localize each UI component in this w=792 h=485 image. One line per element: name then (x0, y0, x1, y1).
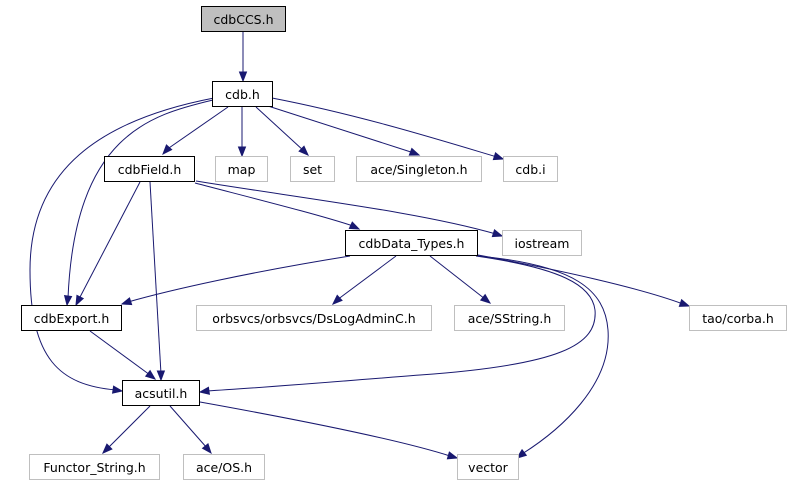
edge-cdbdata-to-orbsvcs (336, 255, 397, 301)
arrowhead-cdb-to-cdb-i (492, 152, 505, 161)
arrowhead-acsutil-to-vector (446, 451, 459, 460)
edge-cdbdata-to-acsutil (205, 255, 596, 392)
arrowhead-acsutil-to-functor (102, 443, 113, 454)
edge-cdb-to-set (255, 106, 305, 152)
arrowhead-cdbfield-to-cdbdata (348, 221, 361, 230)
arrowhead-acsutil-to-ace-os (201, 442, 212, 455)
arrowhead-cdbdata-to-sstring (479, 293, 492, 304)
arrowhead-cdbdata-to-vector (515, 448, 528, 459)
edge-cdbfield-to-acsutil (149, 181, 162, 375)
edge-cdbdata-to-cdbexport (127, 255, 351, 303)
node-cdb-h[interactable]: cdb.h (212, 81, 273, 107)
edge-cdb-to-acsutil (29, 97, 215, 391)
arrowhead-cdbfield-to-acsutil (156, 370, 166, 382)
edge-cdb-to-cdbfield (165, 106, 229, 151)
arrowhead-cdbexport-to-acsutil (144, 369, 157, 380)
arrowhead-cdbdata-to-tao-corba (678, 298, 691, 307)
node-cdbCCS-h: cdbCCS.h (201, 6, 286, 32)
arrowhead-cdb-to-set (298, 145, 309, 156)
edge-cdbdata-to-tao-corba (477, 254, 684, 305)
arrowhead-cdbfield-to-iostream (491, 229, 504, 238)
node-set[interactable]: set (290, 156, 335, 182)
node-orbsvcs-dslogadminc-h[interactable]: orbsvcs/orbsvcs/DsLogAdminC.h (196, 305, 432, 331)
arrowhead-cdbdata-to-orbsvcs (331, 294, 343, 305)
arrowhead-cdbfield-to-cdbexport (75, 294, 85, 307)
node-cdbExport-h[interactable]: cdbExport.h (21, 305, 122, 331)
node-functor-string-h[interactable]: Functor_String.h (29, 454, 160, 480)
edge-cdbfield-to-cdbdata (194, 182, 354, 227)
arrowhead-cdbccs-to-cdb (238, 71, 248, 83)
edge-acsutil-to-vector (199, 401, 451, 457)
edge-cdbfield-to-cdbexport (78, 181, 141, 300)
node-ace-os-h[interactable]: ace/OS.h (183, 454, 265, 480)
edge-acsutil-to-functor (106, 405, 151, 450)
arrowhead-cdbdata-to-cdbexport (120, 297, 133, 306)
node-tao-corba-h[interactable]: tao/corba.h (689, 305, 787, 331)
node-ace-sstring-h[interactable]: ace/SString.h (454, 305, 565, 331)
node-acsutil-h[interactable]: acsutil.h (122, 380, 200, 406)
edge-cdbexport-to-acsutil (89, 330, 151, 376)
arrowhead-cdb-to-cdbexport (63, 295, 73, 307)
edge-cdb-to-cdb-i (271, 97, 498, 158)
arrowhead-cdb-to-acsutil (111, 385, 124, 394)
arrowhead-cdb-to-cdbfield (162, 144, 173, 156)
node-iostream[interactable]: iostream (502, 230, 582, 256)
edge-cdb-to-ace-singleton (267, 105, 415, 154)
node-vector[interactable]: vector (457, 454, 519, 480)
node-cdb-i[interactable]: cdb.i (503, 156, 558, 182)
edge-acsutil-to-ace-os (169, 405, 208, 449)
arrowhead-cdb-to-ace-singleton (408, 147, 421, 156)
node-cdbData-types-h[interactable]: cdbData_Types.h (345, 230, 478, 256)
edge-cdb-to-cdbexport (67, 99, 214, 299)
edge-cdbdata-to-vector (477, 255, 609, 455)
edge-cdbfield-to-iostream (195, 180, 497, 235)
arrowhead-cdb-to-map (237, 146, 247, 158)
node-map[interactable]: map (215, 156, 268, 182)
node-ace-singleton-h[interactable]: ace/Singleton.h (356, 156, 482, 182)
arrowhead-cdbdata-to-acsutil (198, 386, 210, 395)
edge-cdbdata-to-sstring (429, 255, 486, 300)
node-cdbField-h[interactable]: cdbField.h (104, 156, 195, 182)
